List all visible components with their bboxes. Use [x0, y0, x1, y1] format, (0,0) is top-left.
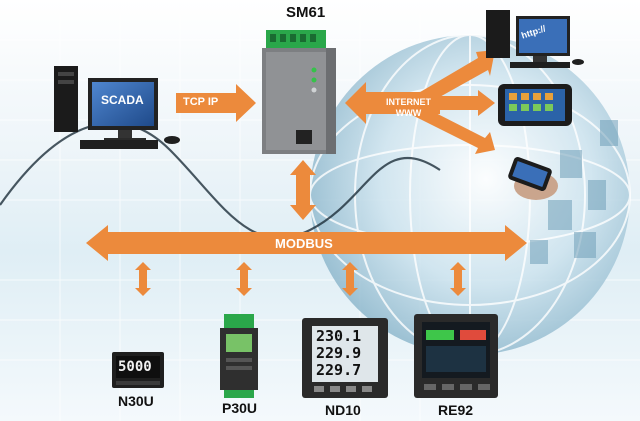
www-text: WWW: [395, 108, 422, 118]
scada-screen-label: SCADA: [101, 93, 144, 107]
globe-graphic: [309, 34, 631, 356]
sm61-label: SM61: [286, 4, 326, 21]
scada-computer: [54, 66, 180, 149]
tcp-ip-arrow: [176, 84, 256, 122]
n30u-label: N30U: [118, 393, 154, 409]
nd10-readout-1: 230.1: [316, 327, 362, 345]
internet-label: INTERNET WWW: [386, 97, 431, 119]
modbus-label: MODBUS: [275, 236, 333, 251]
nd10-readout-2: 229.9: [316, 344, 362, 362]
n30u-readout: 5000: [118, 359, 152, 375]
tcp-ip-label: TCP IP: [183, 96, 219, 108]
wave-line: [0, 121, 441, 240]
n30u-meter: [112, 352, 164, 388]
re92-controller: [414, 314, 498, 398]
re92-label: RE92: [438, 402, 474, 418]
p30u-label: P30U: [222, 400, 258, 416]
internet-arrows: [345, 50, 495, 154]
browser-computer: [486, 10, 584, 68]
internet-text: INTERNET: [386, 97, 431, 107]
device-drop-arrows: [135, 262, 466, 296]
modbus-bus-arrow: [86, 225, 527, 261]
nd10-label: ND10: [325, 402, 361, 418]
nd10-readout-3: 229.7: [316, 361, 362, 379]
sm61-gateway-device: [262, 30, 336, 154]
tablet-device: [498, 84, 572, 126]
vertical-link-arrow: [290, 160, 316, 220]
p30u-transducer: [220, 314, 258, 398]
nd10-analyzer: [302, 318, 388, 398]
smartphone-device: [508, 157, 558, 200]
